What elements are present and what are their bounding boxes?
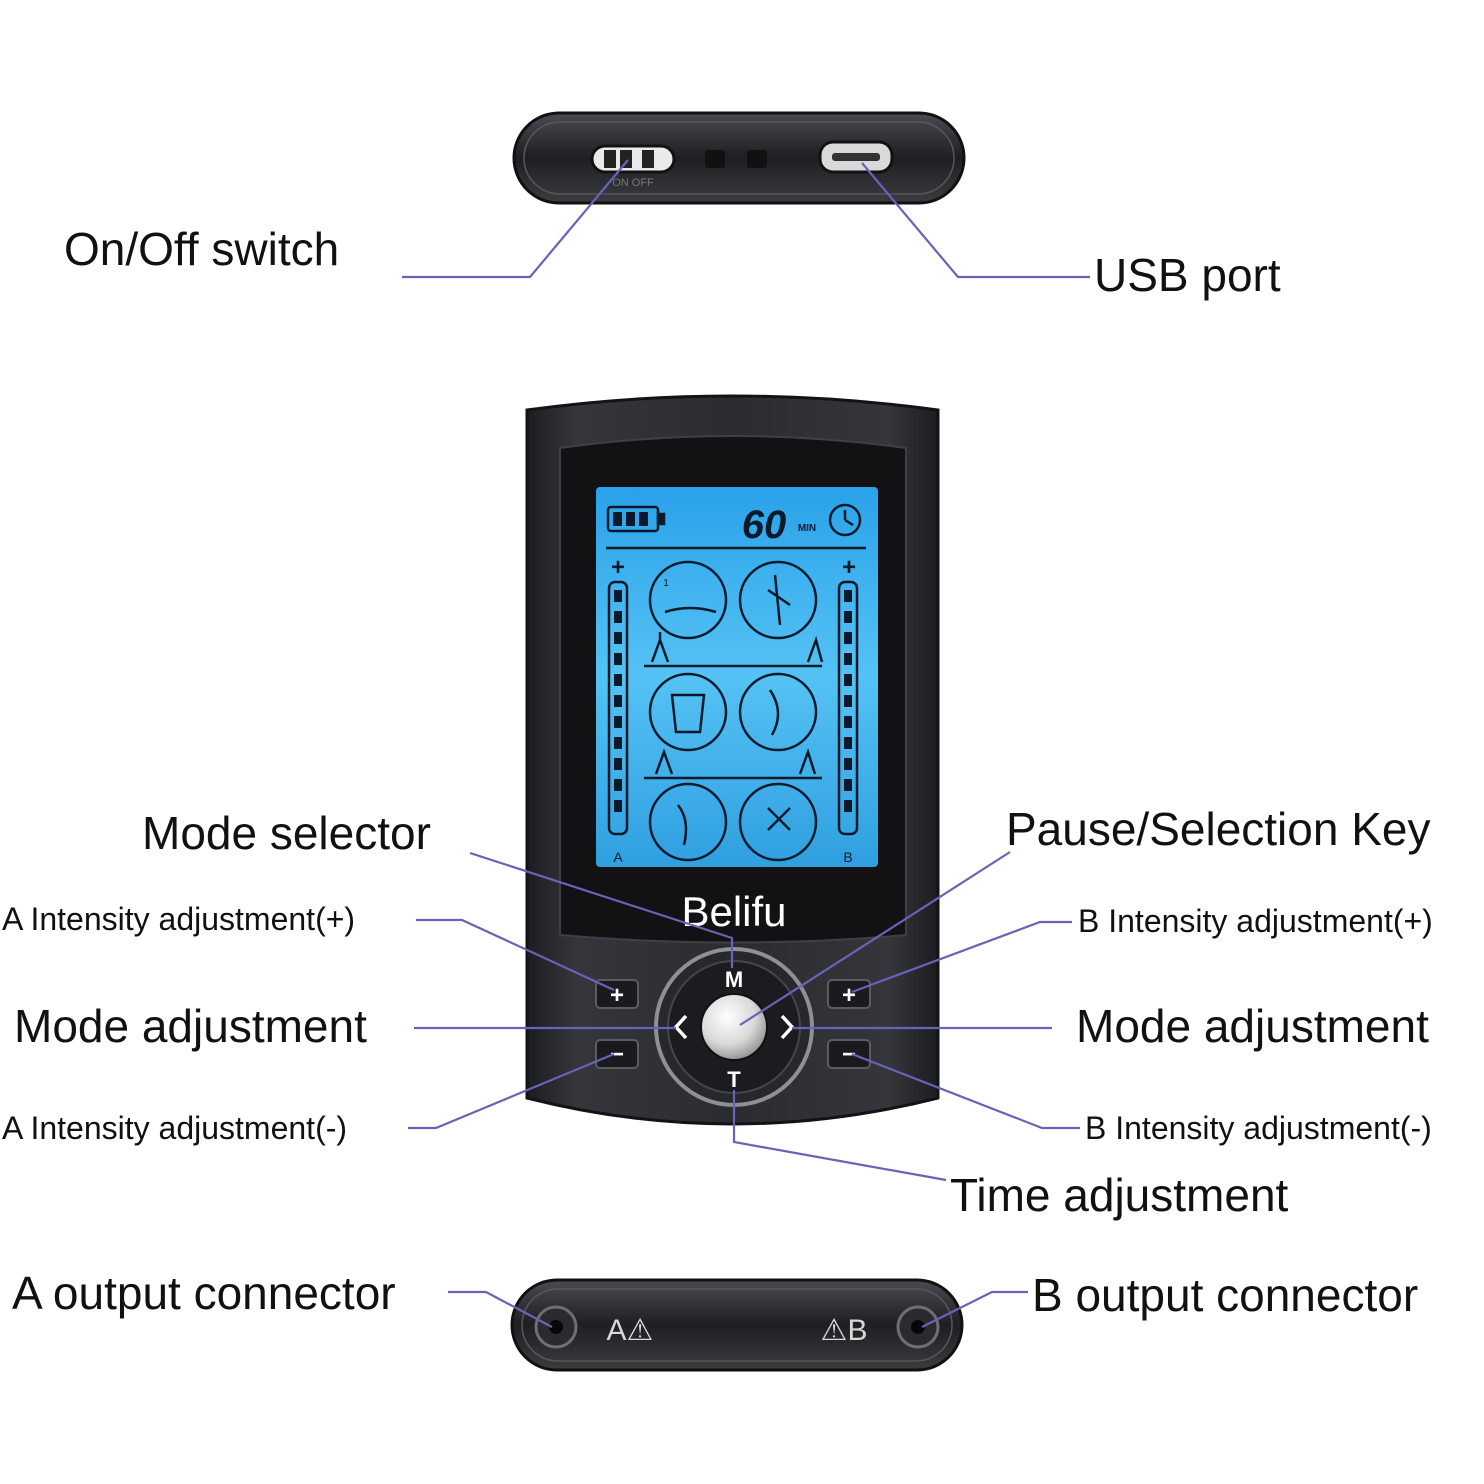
leader-a-minus <box>408 1052 615 1130</box>
callout-a-intensity-minus: A Intensity adjustment(-) <box>2 1110 348 1146</box>
mode-selector-key[interactable]: M <box>725 967 743 992</box>
svg-text:T: T <box>727 1067 741 1092</box>
mode-number: 1 <box>663 578 669 589</box>
callout-mode-adjustment-left: Mode adjustment <box>14 1000 367 1052</box>
callout-mode-adjustment-right: Mode adjustment <box>1076 1000 1429 1052</box>
b-intensity-minus-button[interactable]: − <box>827 1039 871 1069</box>
pause-selection-key[interactable] <box>700 993 768 1061</box>
device-top-edge: ON OFF <box>512 111 966 205</box>
leader-b-output <box>921 1290 1028 1328</box>
channel-a-plus: + <box>611 554 625 581</box>
callout-a-output-connector: A output connector <box>12 1267 396 1319</box>
on-off-switch-text: ON OFF <box>612 177 654 189</box>
device-front <box>525 394 940 1126</box>
callout-on-off-switch: On/Off switch <box>64 223 340 275</box>
brand-logo: Belifu <box>681 888 786 935</box>
leader-lines <box>402 159 1090 1328</box>
b-intensity-plus-button[interactable]: + <box>827 979 871 1009</box>
callout-pause-selection-key: Pause/Selection Key <box>1006 803 1431 855</box>
lcd-text: 60 MIN + + A B 1 <box>611 503 856 865</box>
a-intensity-minus-button[interactable]: − <box>595 1039 639 1069</box>
callout-b-output-connector: B output connector <box>1032 1269 1419 1321</box>
leader-mode-selector <box>469 851 734 968</box>
device-bottom-edge: A⚠ ⚠B <box>510 1278 964 1372</box>
svg-text:M: M <box>725 967 743 992</box>
callout-b-intensity-plus: B Intensity adjustment(+) <box>1078 903 1433 939</box>
leader-a-plus <box>416 918 615 991</box>
indicator-slot-2 <box>747 150 767 168</box>
svg-text:−: − <box>842 1041 856 1068</box>
svg-text:−: − <box>610 1041 624 1068</box>
time-adjustment-key[interactable]: T <box>727 1067 741 1092</box>
timer-value: 60 <box>742 503 787 547</box>
callout-time-adjustment: Time adjustment <box>950 1169 1289 1221</box>
leader-pause-selection <box>739 851 1011 1026</box>
lcd-channel-a: A <box>613 849 623 865</box>
channel-b-plus: + <box>842 554 856 581</box>
svg-text:+: + <box>610 982 624 1009</box>
callout-mode-selector: Mode selector <box>142 807 431 859</box>
leader-b-plus <box>851 920 1072 994</box>
leader-time <box>732 1090 947 1182</box>
callout-a-intensity-plus: A Intensity adjustment(+) <box>2 901 356 937</box>
callout-usb-port: USB port <box>1094 249 1281 301</box>
usb-port[interactable] <box>818 140 894 174</box>
leader-b-minus <box>851 1052 1080 1130</box>
lcd-channel-b: B <box>843 849 852 865</box>
lcd-contents <box>606 503 866 862</box>
svg-text:+: + <box>842 982 856 1009</box>
timer-unit: MIN <box>798 523 816 534</box>
leader-a-output <box>448 1290 553 1328</box>
clock-icon <box>828 503 862 537</box>
mode-circles <box>644 560 824 862</box>
leader-usb <box>861 162 1090 279</box>
channel-a-bar <box>607 580 629 836</box>
indicator-slot-1 <box>705 150 725 168</box>
battery-icon <box>606 505 666 533</box>
channel-b-bar <box>837 580 859 836</box>
connector-a-label: A⚠ <box>607 1314 654 1347</box>
b-output-connector[interactable] <box>896 1305 940 1349</box>
lcd-screen <box>596 487 878 867</box>
connector-b-label: ⚠B <box>821 1314 868 1347</box>
on-off-switch[interactable] <box>590 144 676 174</box>
a-output-connector[interactable] <box>534 1305 578 1349</box>
leader-on-off <box>402 159 629 279</box>
callout-b-intensity-minus: B Intensity adjustment(-) <box>1085 1110 1432 1146</box>
